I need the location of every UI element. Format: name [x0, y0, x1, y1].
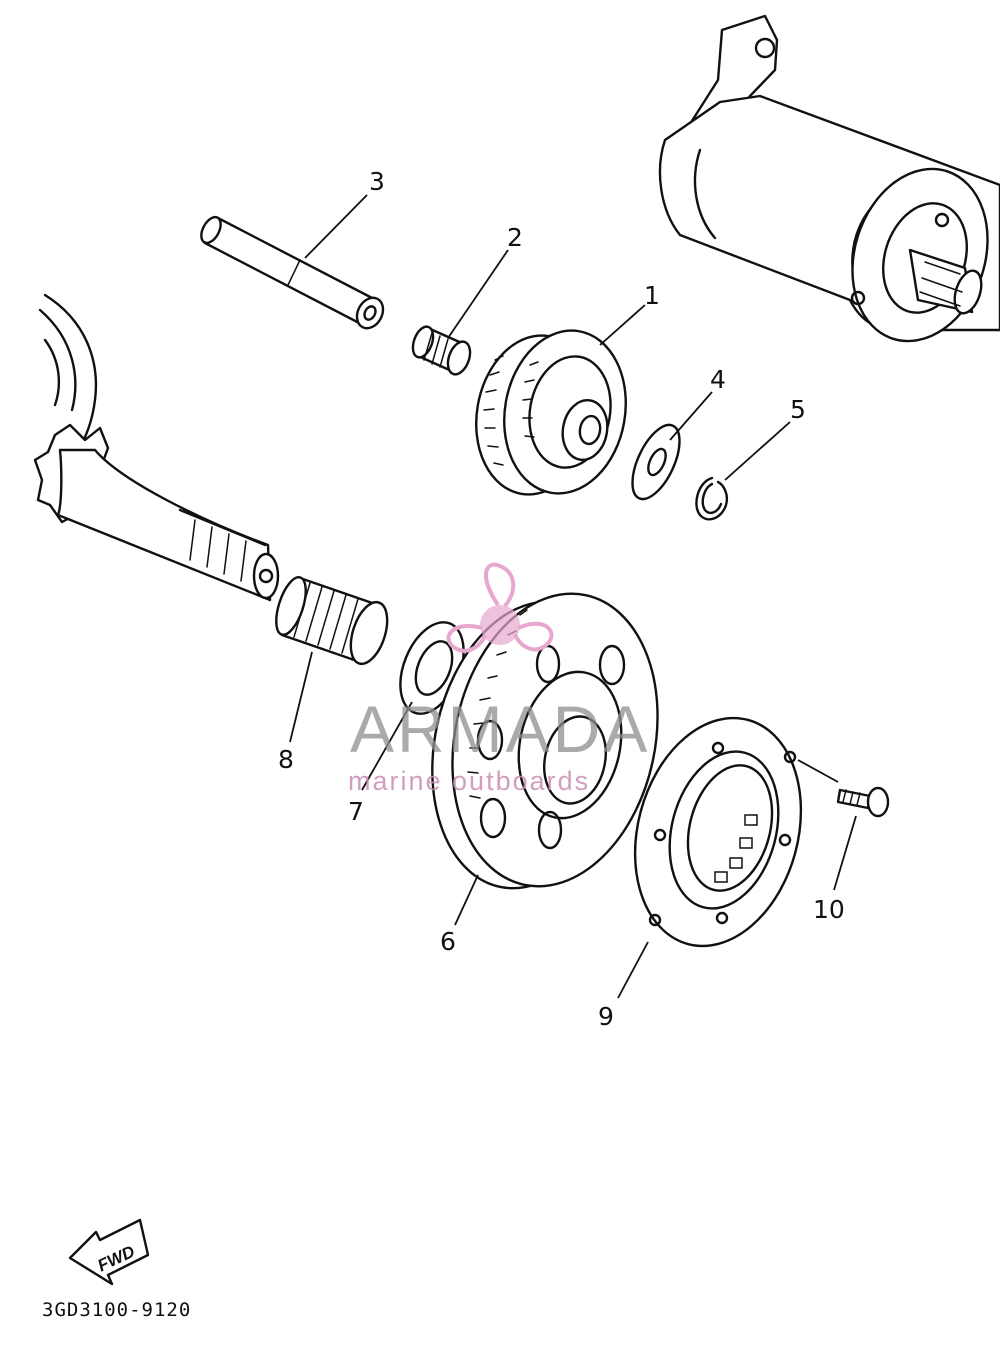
part-number-label: 8	[278, 745, 294, 774]
part-number-label: 7	[348, 797, 364, 826]
bolt-drawing	[836, 786, 890, 818]
leader-lines	[289, 194, 857, 999]
part-number-label: 2	[507, 223, 523, 252]
part-number-label: 10	[813, 895, 845, 924]
watermark-logo-blade	[446, 624, 487, 653]
one-way-clutch-drawing	[633, 716, 803, 948]
part-number-label: 3	[369, 167, 385, 196]
crankshaft-drawing	[33, 293, 280, 602]
needle-bearing-drawing	[411, 325, 472, 376]
starter-gear-drawing	[475, 329, 627, 496]
part-number-label: 9	[598, 1002, 614, 1031]
watermark-brand: ARMADA	[350, 692, 650, 766]
watermark-logo-hub	[480, 605, 520, 645]
watermark-tagline: marine outboards	[348, 766, 590, 796]
washer-small-drawing	[631, 423, 681, 501]
fwd-arrow: FWD	[68, 1218, 150, 1286]
part-number-label: 5	[790, 395, 806, 424]
bearing-drawing	[275, 576, 389, 666]
starter-wheel-gear-drawing	[431, 592, 659, 890]
circlip-drawing	[695, 476, 729, 521]
part-number-label: 1	[644, 281, 660, 310]
watermark: ARMADA marine outboards	[348, 562, 650, 796]
starter-motor-drawing	[658, 14, 1000, 343]
part-number-label: 4	[710, 365, 726, 394]
part-number-labels: 1 2 3 4 5 6 7 8 9 10	[278, 167, 845, 1031]
watermark-logo-blade	[484, 562, 516, 608]
diagram-code: 3GD3100-9120	[42, 1299, 191, 1321]
watermark-logo-blade	[513, 621, 554, 652]
shaft-drawing	[200, 215, 385, 330]
part-number-label: 6	[440, 927, 456, 956]
